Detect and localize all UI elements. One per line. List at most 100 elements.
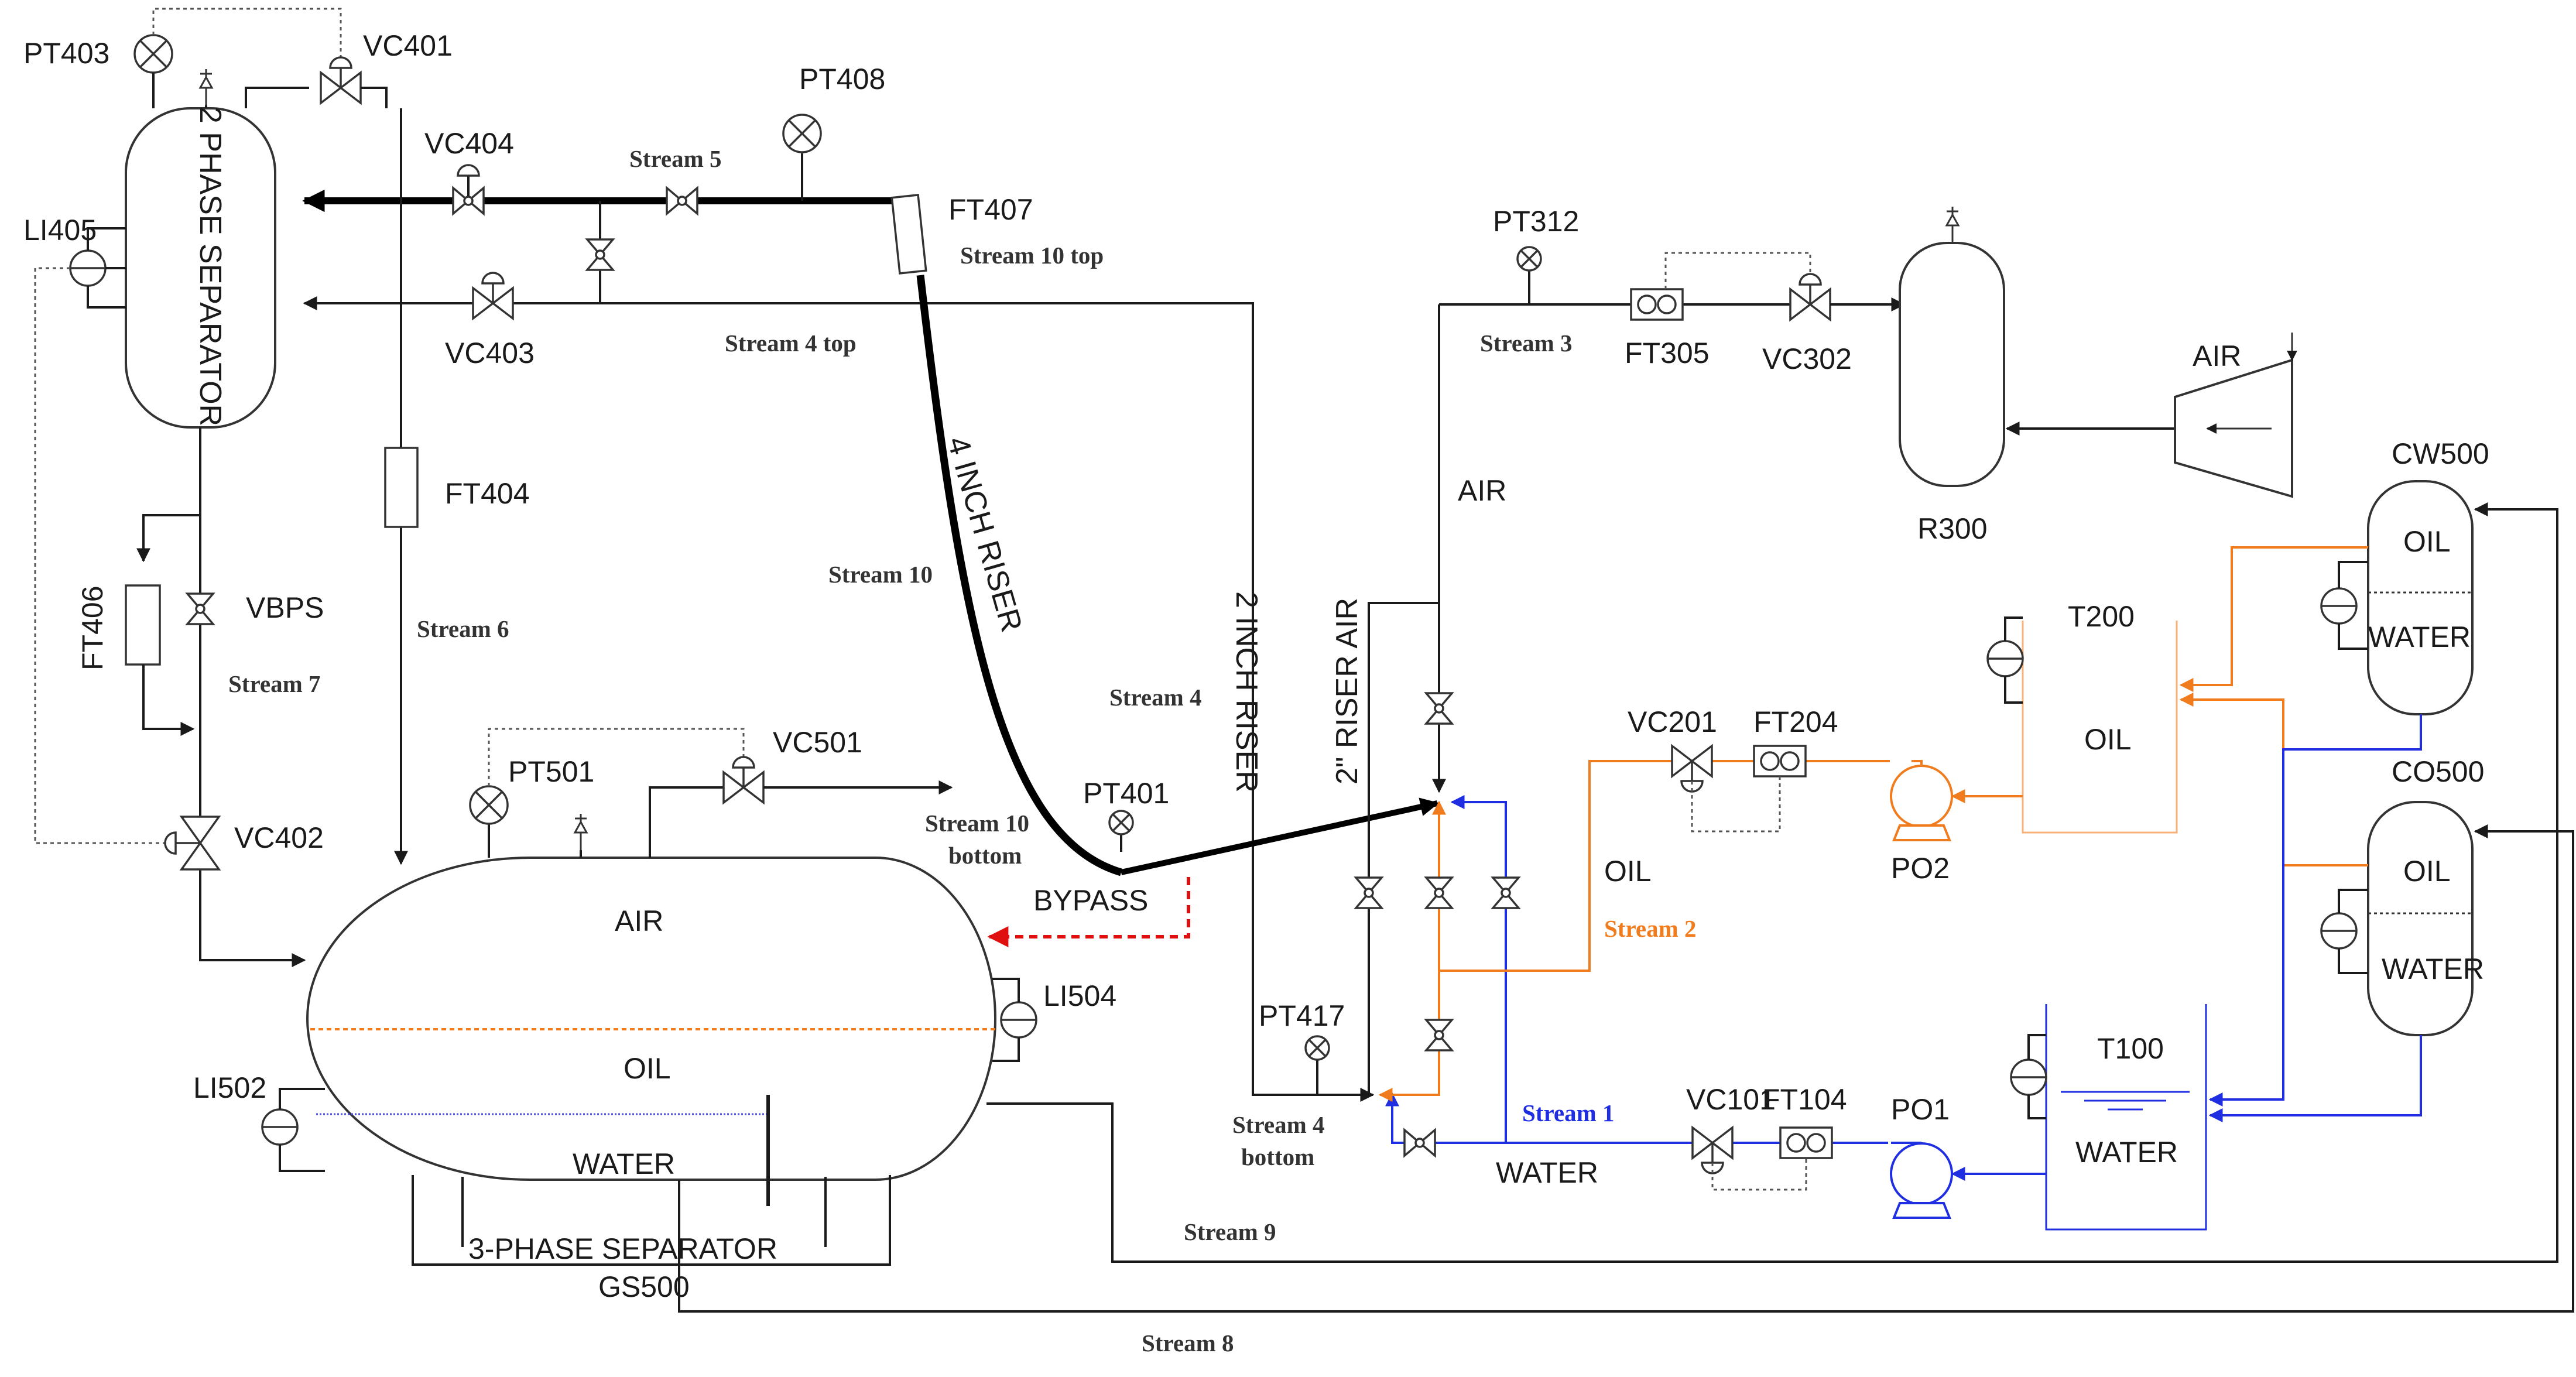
stream1-label: Stream 1 [1522, 1099, 1615, 1126]
water-inlet-valve[interactable] [1403, 1129, 1436, 1157]
vc402-valve[interactable] [164, 816, 221, 871]
co500-level-indicator[interactable] [2320, 912, 2358, 950]
vc404-label: VC404 [424, 127, 514, 160]
vc302-label: VC302 [1762, 342, 1852, 375]
stream7-label: Stream 7 [228, 670, 321, 697]
r300-receiver[interactable] [1899, 242, 2005, 487]
pt417-label: PT417 [1259, 999, 1345, 1032]
ft407-flow-meter[interactable] [890, 194, 927, 275]
ft204-flow-meter[interactable] [1753, 745, 1807, 777]
r300-label: R300 [1917, 512, 1988, 545]
li502-label: LI502 [193, 1071, 266, 1104]
pressure-gauge-icon [1108, 810, 1134, 835]
ft406-label: FT406 [76, 585, 109, 670]
vbps-valve[interactable] [186, 592, 214, 625]
li405-label: LI405 [23, 214, 97, 246]
cw500-level-indicator[interactable] [2320, 587, 2358, 625]
ft305-label: FT305 [1625, 337, 1710, 369]
vc201-valve[interactable] [1671, 745, 1713, 793]
three-phase-separator-label: 3-PHASE SEPARATOR [468, 1232, 777, 1265]
vc101-valve[interactable] [1691, 1126, 1734, 1174]
vc201-label: VC201 [1628, 705, 1717, 738]
stream10-label: Stream 10 [828, 561, 933, 588]
ft104-flow-meter[interactable] [1779, 1126, 1833, 1159]
co500-separator[interactable] [2367, 801, 2474, 1036]
vbps-label: VBPS [246, 591, 324, 624]
ft404-flow-meter[interactable] [384, 447, 419, 528]
cw500-label: CW500 [2392, 437, 2489, 470]
stream10bottom-label-2: bottom [948, 842, 1022, 869]
oil-riser-valve[interactable] [1425, 876, 1453, 909]
t100-tank[interactable] [2045, 1004, 2207, 1231]
vc302-valve[interactable] [1789, 273, 1831, 321]
vc101-label: VC101 [1686, 1083, 1776, 1116]
po1-pump[interactable] [1890, 1142, 1953, 1219]
vc401-valve[interactable] [320, 56, 362, 104]
t100-label: T100 [2097, 1032, 2164, 1065]
vc501-label: VC501 [773, 726, 862, 759]
stream10bottom-label-1: Stream 10 [925, 810, 1029, 837]
ft407-label: FT407 [948, 193, 1033, 226]
ft305-flow-meter[interactable] [1630, 288, 1684, 321]
three-phase-oil-label: OIL [624, 1052, 671, 1085]
ft204-label: FT204 [1753, 705, 1838, 738]
three-phase-tag-label: GS500 [598, 1270, 690, 1303]
oil-inlet-valve[interactable] [1425, 1019, 1453, 1051]
pt408-label: PT408 [799, 63, 885, 95]
t200-level-indicator[interactable] [1986, 640, 2024, 677]
li504-level-indicator[interactable] [1000, 1001, 1037, 1039]
compressor-icon[interactable] [2174, 333, 2297, 498]
bypass-label: BYPASS [1033, 884, 1148, 917]
pt312-label: PT312 [1493, 205, 1579, 238]
li502-level-indicator[interactable] [261, 1108, 299, 1146]
pressure-gauge-icon [1516, 246, 1542, 272]
ft406-flow-meter[interactable] [125, 584, 161, 666]
stream3-label: Stream 3 [1480, 330, 1573, 357]
pt403-label: PT403 [23, 37, 109, 70]
po2-pump[interactable] [1890, 765, 1953, 841]
pressure-gauge-icon [1304, 1035, 1330, 1061]
relief-valve-icon [199, 68, 213, 107]
stream4bottom-label-1: Stream 4 [1232, 1111, 1325, 1138]
vc403-valve[interactable] [472, 272, 514, 320]
po2-label: PO2 [1891, 852, 1950, 885]
co500-oil-label: OIL [2403, 855, 2451, 888]
stream5-valve[interactable] [666, 187, 698, 215]
li504-label: LI504 [1043, 979, 1116, 1012]
crossover-valve[interactable] [586, 238, 614, 271]
stream4top-label: Stream 4 top [725, 330, 857, 357]
pt501-label: PT501 [508, 755, 594, 788]
stream10top-label: Stream 10 top [960, 242, 1104, 269]
water-riser-valve[interactable] [1492, 876, 1520, 909]
co500-water-label: WATER [2382, 953, 2484, 985]
stream4bottom-label-2: bottom [1241, 1143, 1314, 1170]
t200-label: T200 [2068, 600, 2135, 633]
oil-line-label: OIL [1604, 855, 1652, 888]
stream9-label: Stream 9 [1184, 1218, 1276, 1245]
vc501-valve[interactable] [722, 756, 765, 804]
two-phase-separator[interactable]: 2 PHASE SEPARATOR [125, 107, 276, 429]
t100-level-indicator[interactable] [2010, 1059, 2047, 1096]
riser-air-valve[interactable] [1355, 876, 1383, 909]
stream2-label: Stream 2 [1604, 915, 1697, 942]
vc402-label: VC402 [234, 821, 324, 854]
co500-label: CO500 [2392, 755, 2484, 788]
stream6-label: Stream 6 [417, 615, 509, 642]
stream8-label: Stream 8 [1142, 1330, 1234, 1357]
air-line-label: AIR [1458, 474, 1506, 507]
three-phase-air-label: AIR [615, 905, 663, 937]
three-phase-water-label: WATER [573, 1148, 675, 1180]
li405-level-indicator[interactable] [69, 249, 107, 287]
cw500-separator[interactable] [2367, 480, 2474, 715]
air-line-valve[interactable] [1425, 692, 1453, 725]
t200-tank[interactable] [2022, 621, 2178, 834]
riser-air-label: 2" RISER AIR [1330, 598, 1364, 785]
pressure-gauge-icon [469, 785, 509, 825]
vc401-label: VC401 [363, 29, 453, 62]
three-phase-separator[interactable] [306, 857, 996, 1181]
riser2-label: 2 INCH RISER [1229, 591, 1263, 793]
pressure-gauge-icon [782, 114, 822, 153]
ft104-label: FT104 [1762, 1083, 1847, 1116]
relief-valve-icon [574, 813, 588, 851]
